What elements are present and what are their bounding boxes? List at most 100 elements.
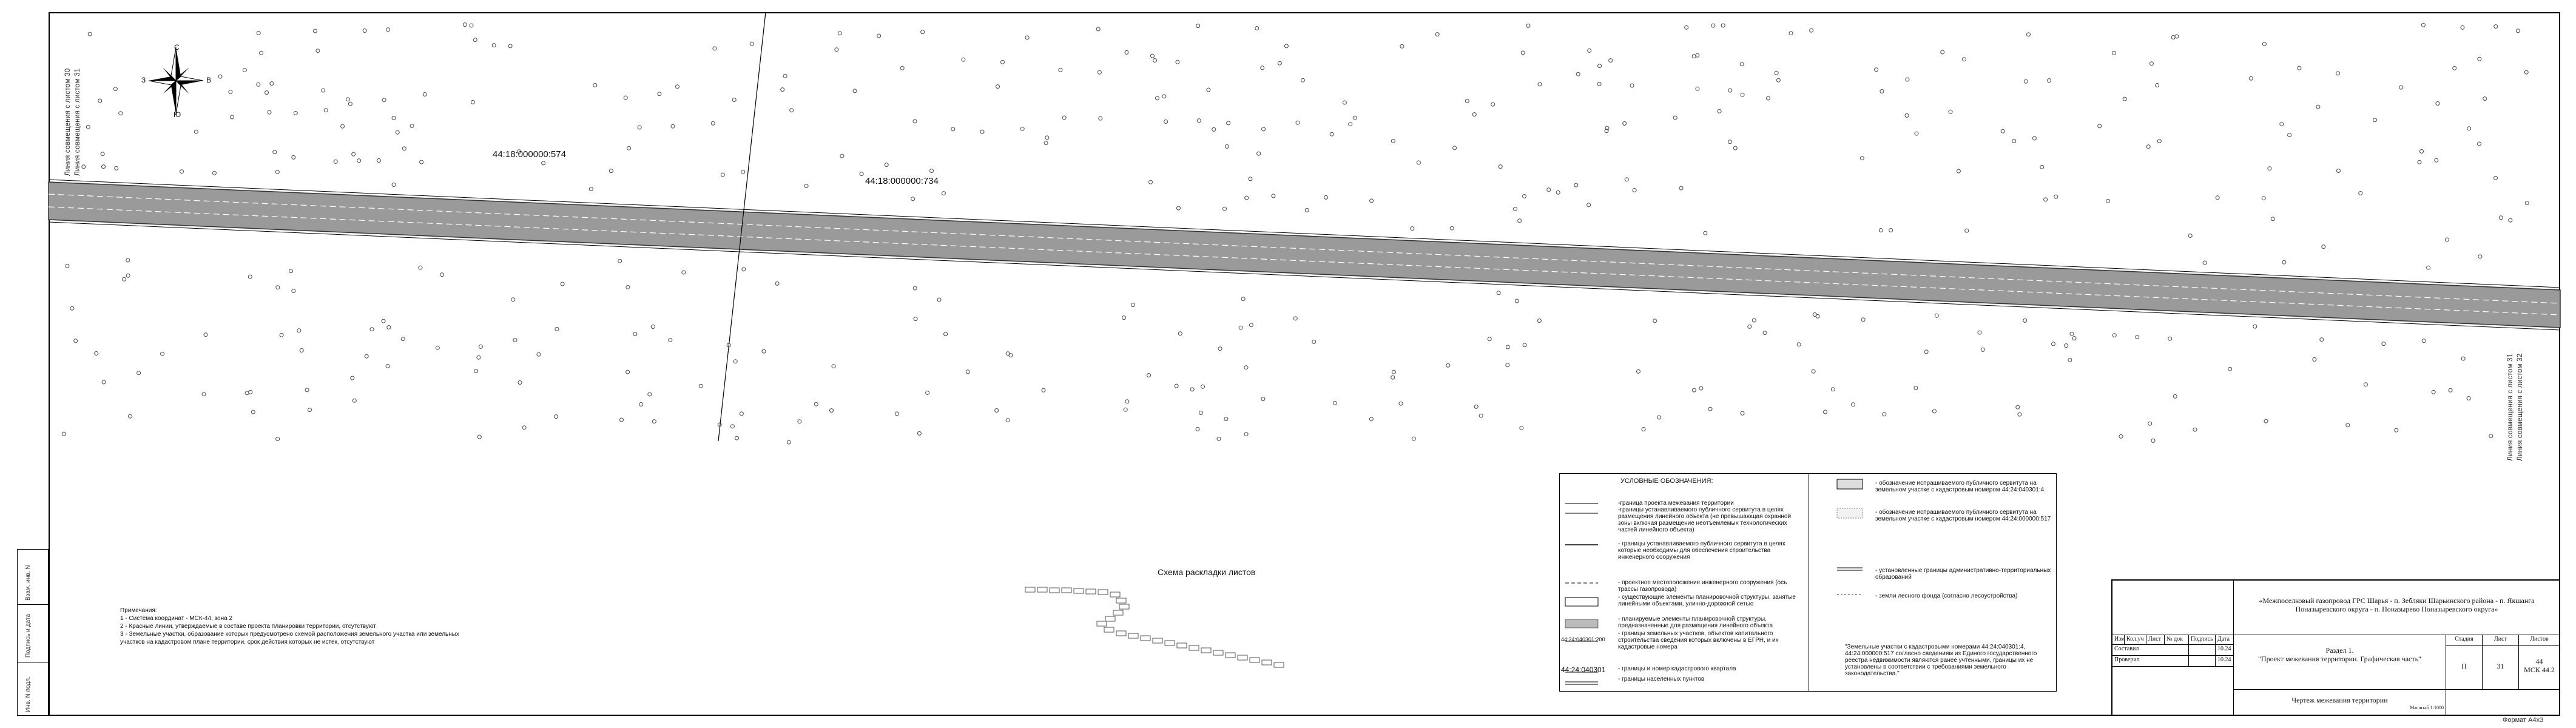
sheet-header: Лист: [2483, 635, 2519, 646]
forest-symbol: [2112, 333, 2117, 338]
forest-symbol: [2524, 201, 2529, 206]
forest-symbol: [834, 47, 839, 52]
forest-symbol: [2151, 438, 2156, 443]
forest-symbol: [1574, 183, 1579, 187]
forest-symbol: [118, 111, 123, 116]
forest-symbol: [87, 32, 92, 36]
forest-symbol: [1244, 432, 1249, 437]
forest-symbol: [735, 436, 739, 440]
forest-symbol: [1932, 409, 1937, 414]
forest-symbol: [244, 391, 249, 396]
forest-symbol: [1241, 297, 1246, 302]
forest-symbol: [780, 87, 785, 92]
forest-symbol: [259, 50, 264, 55]
side-cell: [18, 604, 48, 662]
forest-symbol: [633, 332, 638, 337]
forest-symbol: [2345, 423, 2350, 428]
forest-symbol: [1398, 401, 1403, 406]
forest-symbol: [61, 431, 66, 436]
forest-symbol: [81, 164, 86, 169]
forest-symbol: [2421, 339, 2426, 343]
forest-symbol: [1505, 363, 1510, 368]
forest-symbol: [1703, 231, 1708, 235]
stamp-date: 10.24: [2216, 656, 2234, 667]
forest-symbol: [1098, 116, 1103, 121]
forest-symbol: [1977, 330, 1982, 335]
forest-symbol: [291, 289, 296, 293]
forest-symbol: [2122, 96, 2127, 101]
cadastral-label: 44:18:000000:734: [865, 176, 939, 186]
layout-scheme-title: Схема раскладки листов: [1158, 567, 1256, 577]
forest-symbol: [789, 108, 794, 113]
forest-symbol: [775, 281, 780, 286]
forest-symbol: [2149, 61, 2154, 66]
quarter-boundary-line: [718, 12, 766, 442]
forest-symbol: [1913, 386, 1918, 390]
forest-symbol: [297, 328, 302, 333]
forest-symbol: [242, 68, 247, 73]
forest-symbol: [265, 90, 269, 95]
forest-symbol: [2064, 343, 2069, 348]
forest-symbol: [1342, 100, 1347, 105]
forest-symbol: [1005, 418, 1010, 423]
forest-symbol: [2297, 66, 2302, 70]
stamp-sign: [2189, 656, 2216, 667]
forest-symbol: [1691, 388, 1696, 393]
forest-symbol: [912, 286, 917, 291]
forest-symbol: [1150, 53, 1155, 58]
forest-symbol: [1249, 323, 1253, 328]
forest-symbol: [1260, 66, 1265, 70]
forest-symbol: [1216, 436, 1221, 441]
forest-symbol: [619, 417, 624, 422]
forest-symbol: [2445, 237, 2449, 242]
forest-symbol: [113, 87, 118, 92]
forest-symbol: [681, 270, 686, 275]
forest-symbol: [2434, 158, 2439, 163]
forest-symbol: [900, 66, 905, 70]
forest-symbol: [1122, 315, 1126, 320]
forest-symbol: [588, 187, 593, 192]
forest-symbol: [741, 169, 746, 174]
forest-symbol: [275, 169, 280, 174]
match-line-label: Линия совмещения с листом 31: [2506, 353, 2514, 461]
forest-symbol: [1695, 53, 1700, 58]
forest-symbol: [961, 57, 966, 62]
forest-symbol: [1708, 406, 1713, 411]
forest-symbol: [2483, 96, 2487, 101]
forest-symbol: [2373, 118, 2377, 123]
forest-symbol: [1597, 81, 1602, 86]
forest-symbol: [364, 354, 369, 359]
forest-symbol: [2489, 434, 2493, 439]
forest-symbol: [386, 325, 391, 329]
crs-value: МСК 44.2: [2524, 666, 2555, 674]
legend-footnote: "Земельные участки с кадастровыми номера…: [1845, 644, 2037, 677]
legend-code: 44:24:040301: [1561, 666, 1606, 674]
forest-symbol: [2054, 194, 2058, 199]
forest-symbol: [2119, 434, 2123, 439]
forest-symbol: [1472, 112, 1477, 117]
forest-symbol: [1604, 129, 1609, 133]
side-label: Инв. N подл.: [25, 676, 32, 712]
forest-symbol: [305, 388, 309, 393]
forest-symbol: [248, 389, 253, 394]
forest-symbol: [1410, 226, 1415, 231]
forest-symbol: [1766, 96, 1770, 101]
forest-symbol: [1774, 70, 1779, 75]
scale-label: Масштаб 1:1000: [2410, 705, 2444, 710]
forest-symbol: [230, 115, 234, 120]
forest-symbol: [1830, 387, 1835, 392]
forest-symbol: [994, 408, 999, 413]
forest-symbol: [1860, 156, 1864, 161]
forest-symbol: [2000, 129, 2005, 133]
forest-symbol: [1324, 195, 1328, 200]
forest-symbol: [308, 408, 312, 413]
forest-symbol: [391, 116, 396, 120]
forest-symbol: [2478, 254, 2483, 259]
forest-symbol: [1556, 190, 1560, 195]
forest-symbol: [1411, 436, 1416, 441]
forest-symbol: [2026, 32, 2031, 37]
forest-symbol: [996, 84, 1000, 89]
forest-symbol: [203, 332, 208, 337]
sheets-value: 44: [2535, 657, 2543, 666]
forest-symbol: [272, 150, 277, 155]
